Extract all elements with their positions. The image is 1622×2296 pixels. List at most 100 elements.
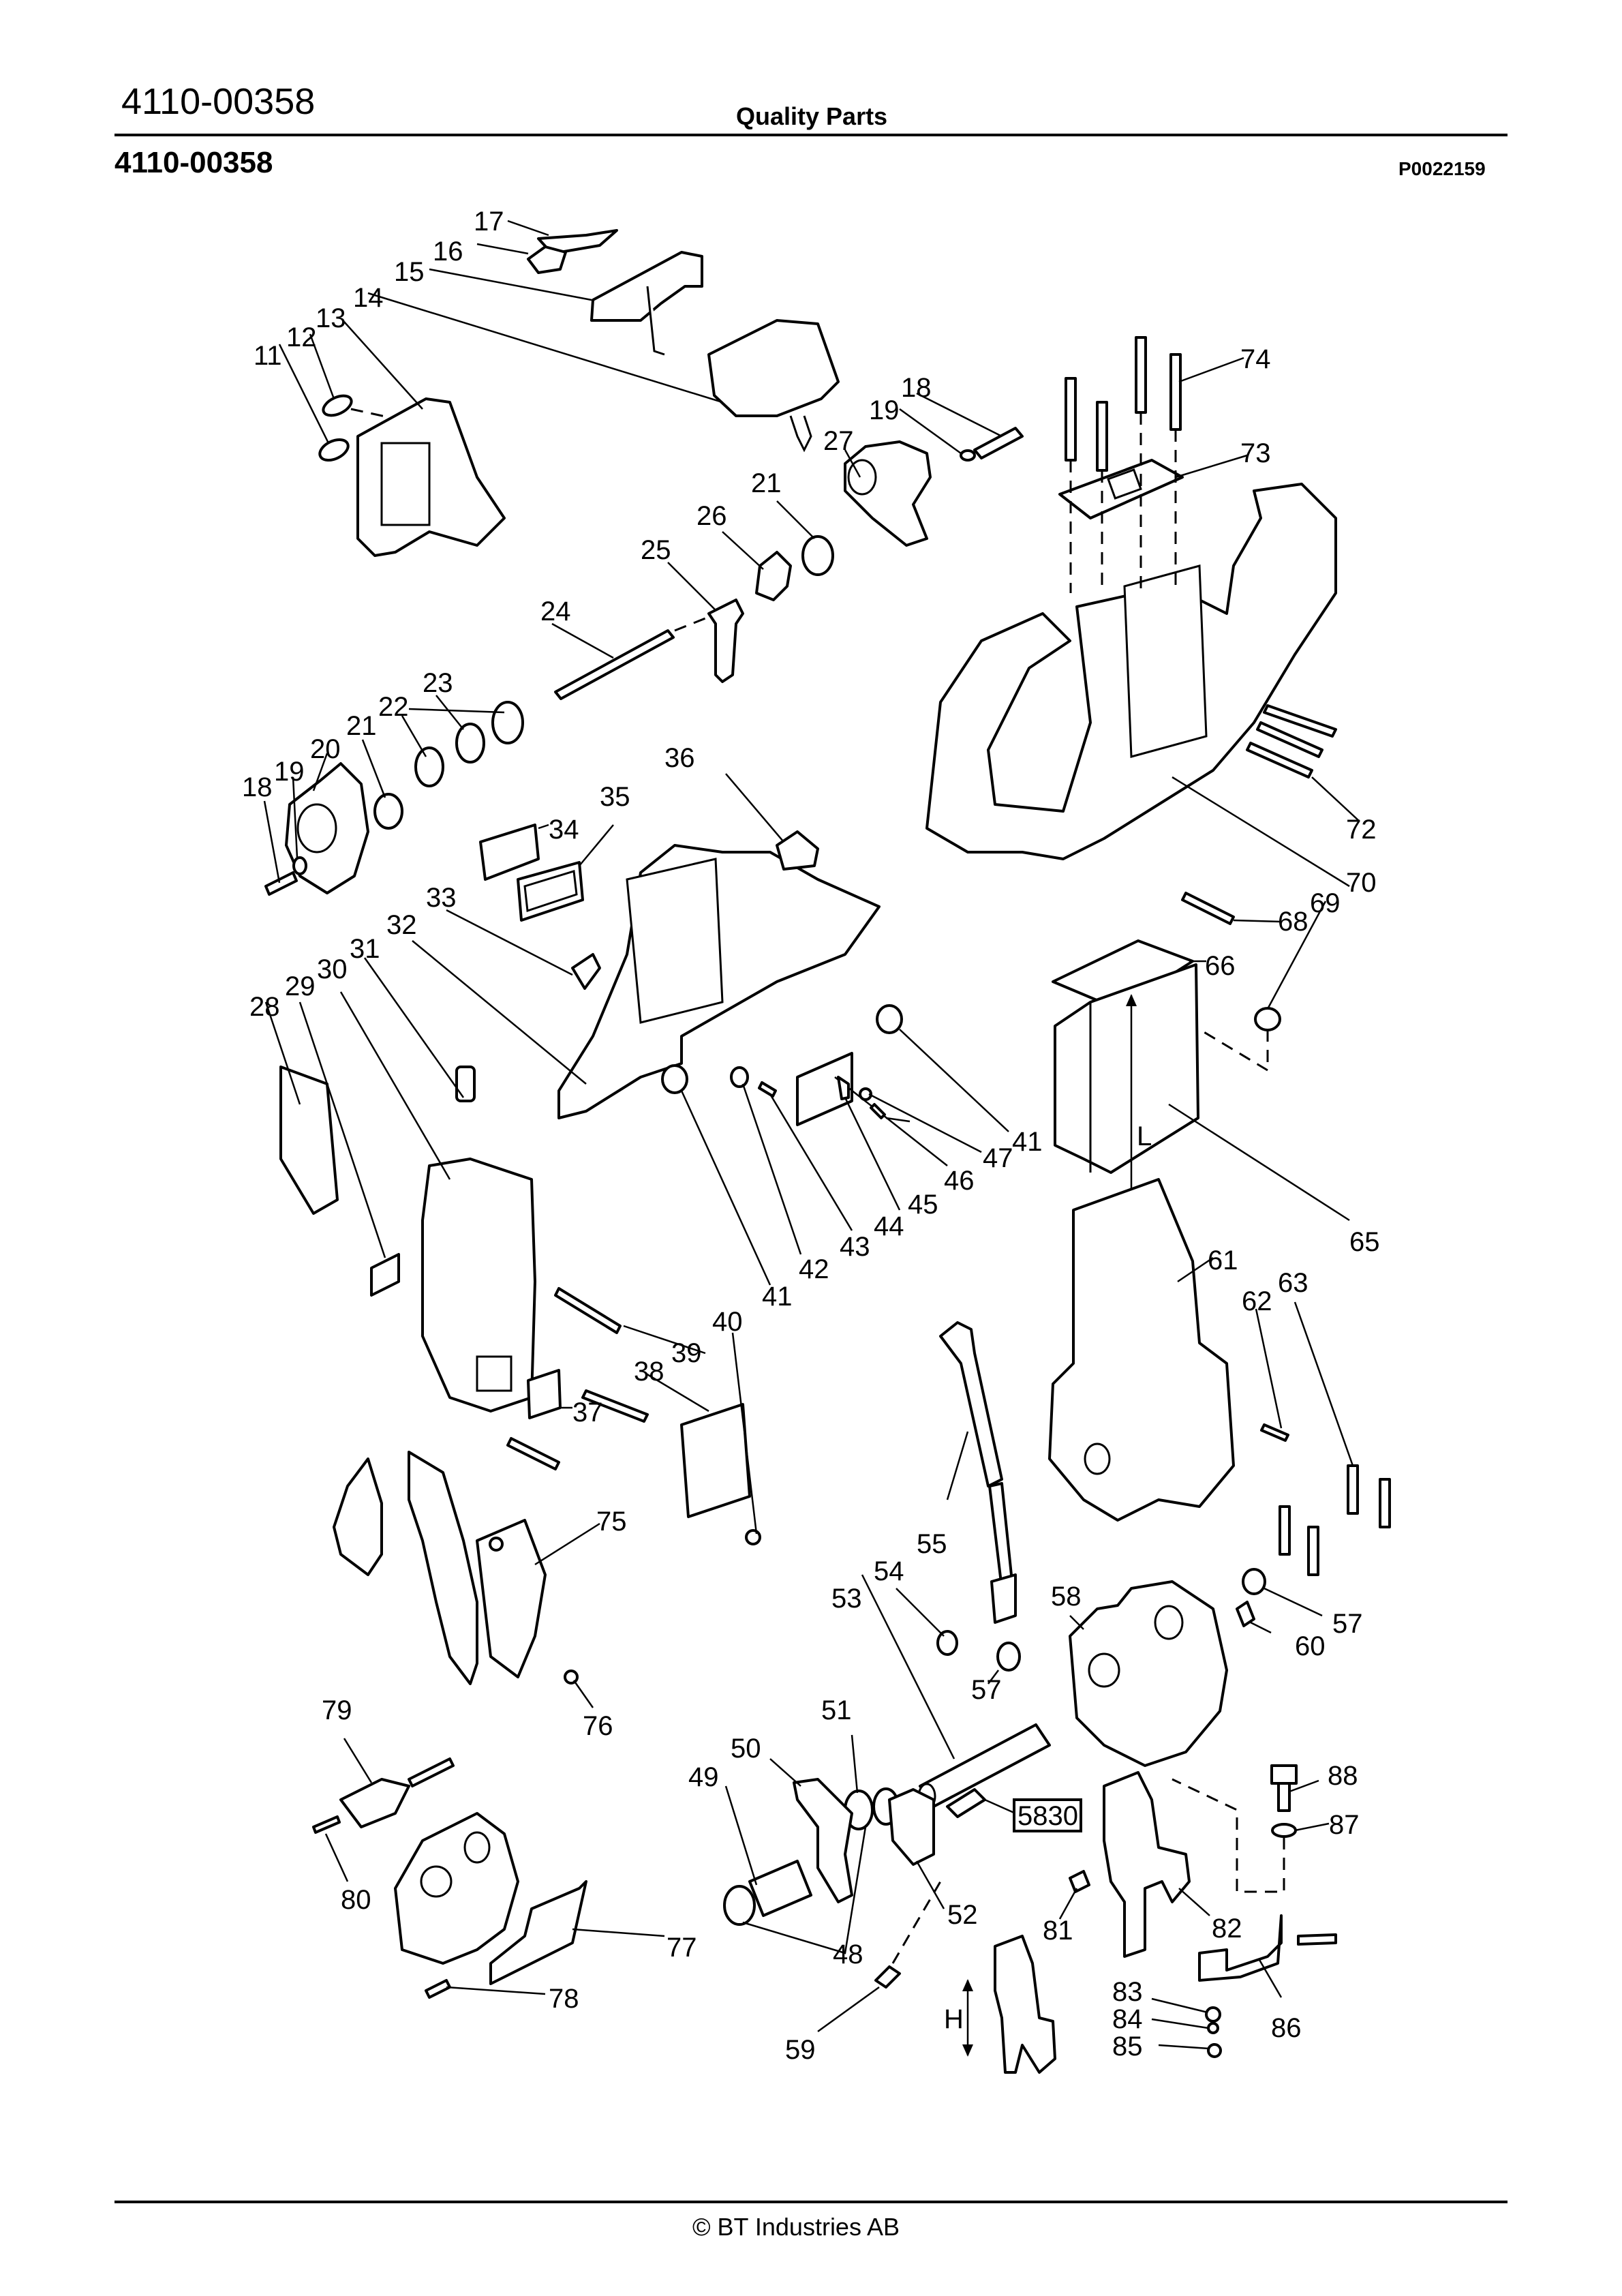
label-22: 22 bbox=[378, 692, 409, 722]
label-48: 48 bbox=[833, 1939, 863, 1969]
part-23-spring bbox=[435, 695, 485, 764]
part-35-gasket bbox=[517, 824, 614, 922]
part-58-gearbox bbox=[1069, 1580, 1228, 1767]
part-80-screw bbox=[312, 1815, 349, 1882]
part-13-panel bbox=[343, 321, 506, 557]
header-divider bbox=[114, 134, 1508, 136]
label-32: 32 bbox=[386, 910, 417, 940]
label-40: 40 bbox=[712, 1307, 743, 1337]
part-62-pin bbox=[1255, 1308, 1289, 1442]
part-30-controller-housing bbox=[339, 991, 536, 1413]
label-45: 45 bbox=[908, 1190, 938, 1220]
label-88: 88 bbox=[1328, 1761, 1358, 1791]
part-40-screw bbox=[731, 1332, 761, 1545]
part-12-button bbox=[309, 333, 389, 419]
label-27: 27 bbox=[823, 426, 854, 456]
part-21-bushing-left bbox=[361, 739, 403, 830]
label-84: 84 bbox=[1112, 2004, 1143, 2034]
section-number: 4110-00358 bbox=[114, 146, 273, 179]
part-69-plug bbox=[1199, 901, 1327, 1072]
label-61: 61 bbox=[1208, 1245, 1238, 1275]
part-87-washer bbox=[1172, 1778, 1330, 1893]
part-43-pin bbox=[758, 1081, 853, 1231]
part-36-connector bbox=[725, 773, 819, 871]
label-43: 43 bbox=[840, 1232, 870, 1262]
label-41: 41 bbox=[1012, 1127, 1043, 1157]
part-16-bracket bbox=[476, 243, 567, 274]
part-21-bushing-top bbox=[776, 500, 834, 576]
part-57-bushing-a bbox=[988, 1642, 1021, 1685]
label-13: 13 bbox=[316, 303, 346, 333]
part-38-cover bbox=[645, 1372, 751, 1518]
label-76: 76 bbox=[583, 1711, 613, 1741]
label-14: 14 bbox=[353, 283, 384, 313]
label-21: 21 bbox=[751, 468, 782, 498]
callout-5830 bbox=[1013, 1798, 1082, 1832]
part-29-label bbox=[299, 1001, 400, 1297]
part-79-bracket bbox=[339, 1738, 455, 1828]
part-61-lower-column bbox=[1048, 1178, 1235, 1522]
part-18-screw bbox=[916, 392, 1024, 459]
part-55-gas-strut bbox=[939, 1321, 1017, 1624]
part-39-screws bbox=[506, 1287, 706, 1470]
label-80: 80 bbox=[341, 1885, 371, 1915]
label-19: 19 bbox=[274, 757, 305, 787]
label-63: 63 bbox=[1278, 1268, 1309, 1298]
label-37: 37 bbox=[572, 1398, 603, 1428]
part-49-sleeve bbox=[724, 1785, 812, 1917]
label-72: 72 bbox=[1346, 815, 1377, 845]
part-32-main-frame bbox=[412, 844, 881, 1119]
part-74-bolts bbox=[1065, 336, 1244, 593]
label-26: 26 bbox=[697, 501, 727, 531]
part-57-bushing-b bbox=[1242, 1568, 1323, 1617]
label-28: 28 bbox=[249, 992, 280, 1022]
label-41: 41 bbox=[762, 1282, 793, 1312]
label-44: 44 bbox=[874, 1211, 904, 1241]
label-15: 15 bbox=[394, 257, 425, 287]
part-24-shaft bbox=[551, 616, 709, 700]
part-31-spring bbox=[363, 957, 476, 1102]
part-34-plate bbox=[479, 824, 549, 881]
part-59-pin bbox=[817, 1881, 942, 2033]
part-70-tiller-head bbox=[925, 483, 1350, 888]
label-42: 42 bbox=[799, 1254, 829, 1284]
part-73-plate bbox=[1058, 454, 1248, 519]
label-83: 83 bbox=[1112, 1977, 1143, 2007]
part-28-circuit-board bbox=[264, 1001, 339, 1215]
part-fork-lower bbox=[994, 1935, 1056, 2074]
part-75-cover bbox=[333, 1451, 600, 1685]
label-54: 54 bbox=[874, 1556, 904, 1586]
label-81: 81 bbox=[1043, 1916, 1073, 1946]
part-60-screw bbox=[1236, 1601, 1272, 1634]
label-31: 31 bbox=[350, 934, 380, 964]
part-81-screw bbox=[1058, 1870, 1090, 1920]
callout-5830-text: 5830 bbox=[1017, 1801, 1078, 1831]
part-11-button bbox=[278, 344, 350, 462]
label-52: 52 bbox=[947, 1900, 978, 1930]
dimension-H bbox=[962, 1979, 973, 2057]
part-17-clip bbox=[507, 220, 618, 255]
label-86: 86 bbox=[1271, 2013, 1302, 2043]
part-42-knob bbox=[730, 1066, 802, 1255]
drawing-reference: P0022159 bbox=[1398, 158, 1486, 179]
part-63-bolts bbox=[1279, 1301, 1391, 1576]
label-29: 29 bbox=[285, 971, 316, 1001]
part-47-screw bbox=[859, 1087, 982, 1153]
label-33: 33 bbox=[426, 883, 457, 913]
label-19: 19 bbox=[869, 395, 900, 425]
label-55: 55 bbox=[917, 1529, 947, 1559]
label-17: 17 bbox=[474, 207, 504, 237]
label-66: 66 bbox=[1205, 951, 1236, 981]
label-70: 70 bbox=[1346, 868, 1377, 898]
label-35: 35 bbox=[600, 782, 630, 812]
label-58: 58 bbox=[1051, 1582, 1082, 1612]
label-75: 75 bbox=[596, 1507, 627, 1537]
part-25-lever bbox=[667, 562, 744, 683]
label-16: 16 bbox=[433, 237, 463, 267]
part-18-screw-left bbox=[263, 800, 298, 896]
dimension-label-H: H bbox=[944, 2004, 964, 2034]
label-57: 57 bbox=[1332, 1609, 1363, 1639]
label-87: 87 bbox=[1329, 1810, 1360, 1840]
dimension-label-L: L bbox=[1137, 1121, 1152, 1151]
